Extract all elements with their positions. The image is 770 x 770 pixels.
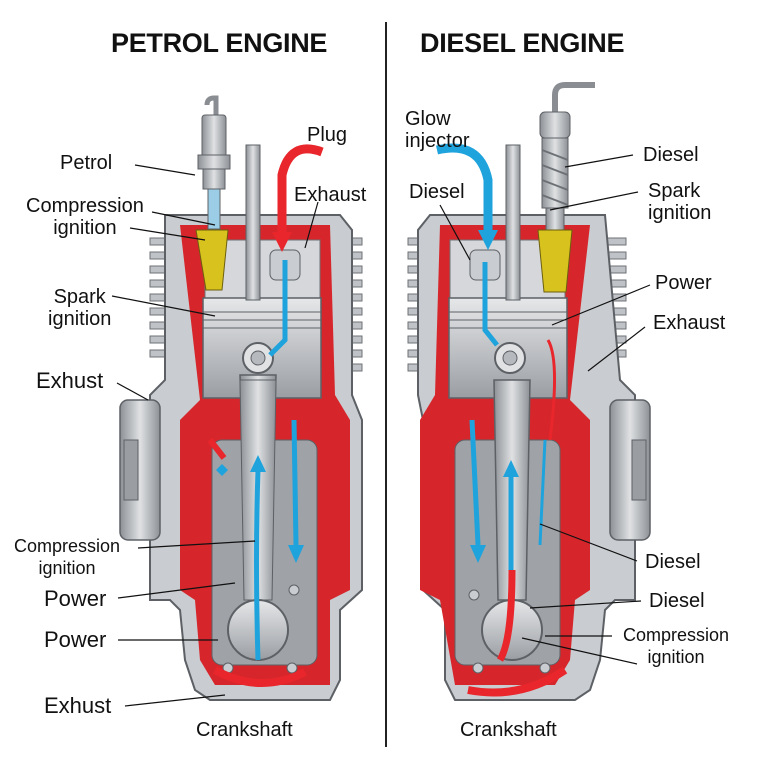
petrol-valve-stem xyxy=(245,144,261,301)
petrol-side-cover xyxy=(119,399,161,541)
petrol-engine-title: PETROL ENGINE xyxy=(111,28,328,58)
label-diesel-left: Diesel xyxy=(409,181,465,203)
diesel-valve-stem xyxy=(505,144,521,301)
diesel-engine xyxy=(407,82,651,701)
diesel-side-cover xyxy=(609,399,651,541)
label-petrol-crankshaft: Crankshaft xyxy=(196,719,293,741)
label-spark-ignition: Spark ignition xyxy=(48,286,112,330)
petrol-cool-flow-intake xyxy=(268,260,288,357)
label-compression-ignition-low: Compression ignition xyxy=(14,536,121,578)
petrol-engine xyxy=(119,95,363,701)
label-glow-injector: Glow injector xyxy=(405,108,470,152)
diesel-injector xyxy=(537,82,595,293)
label-petrol: Petrol xyxy=(60,152,113,174)
label-diesel-low: Diesel xyxy=(649,590,705,612)
label-diesel-exhaust: Exhaust xyxy=(653,312,726,334)
diesel-cool-flow-arrow xyxy=(435,143,493,232)
label-plug: Plug xyxy=(307,124,348,146)
label-power-1: Power xyxy=(44,586,107,611)
label-diesel-crankshaft: Crankshaft xyxy=(460,719,557,741)
label-exhaust-top: Exhaust xyxy=(294,184,367,206)
label-diesel-power: Power xyxy=(655,272,712,294)
label-diesel-mid: Diesel xyxy=(645,551,701,573)
petrol-cool-flow-rod xyxy=(254,469,261,661)
petrol-hot-return xyxy=(213,666,307,687)
panel-divider xyxy=(385,22,387,747)
petrol-hot-flow-arrow xyxy=(277,144,324,235)
petrol-spark-plug xyxy=(195,95,231,291)
label-diesel-spark-ignition: Spark ignition xyxy=(648,180,712,224)
leader-lines xyxy=(111,154,651,707)
label-diesel-top: Diesel xyxy=(643,144,699,166)
diesel-hot-return xyxy=(467,666,568,697)
label-exhust-bottom: Exhust xyxy=(44,693,112,718)
label-exhust-mid: Exhust xyxy=(36,368,104,393)
diesel-hot-flow-rod xyxy=(496,569,516,662)
label-power-2: Power xyxy=(44,627,107,652)
label-compression-ignition-top: Compression ignition xyxy=(26,195,144,239)
label-diesel-compression-ignition: Compression ignition xyxy=(623,625,730,667)
diesel-engine-title: DIESEL ENGINE xyxy=(420,28,625,58)
